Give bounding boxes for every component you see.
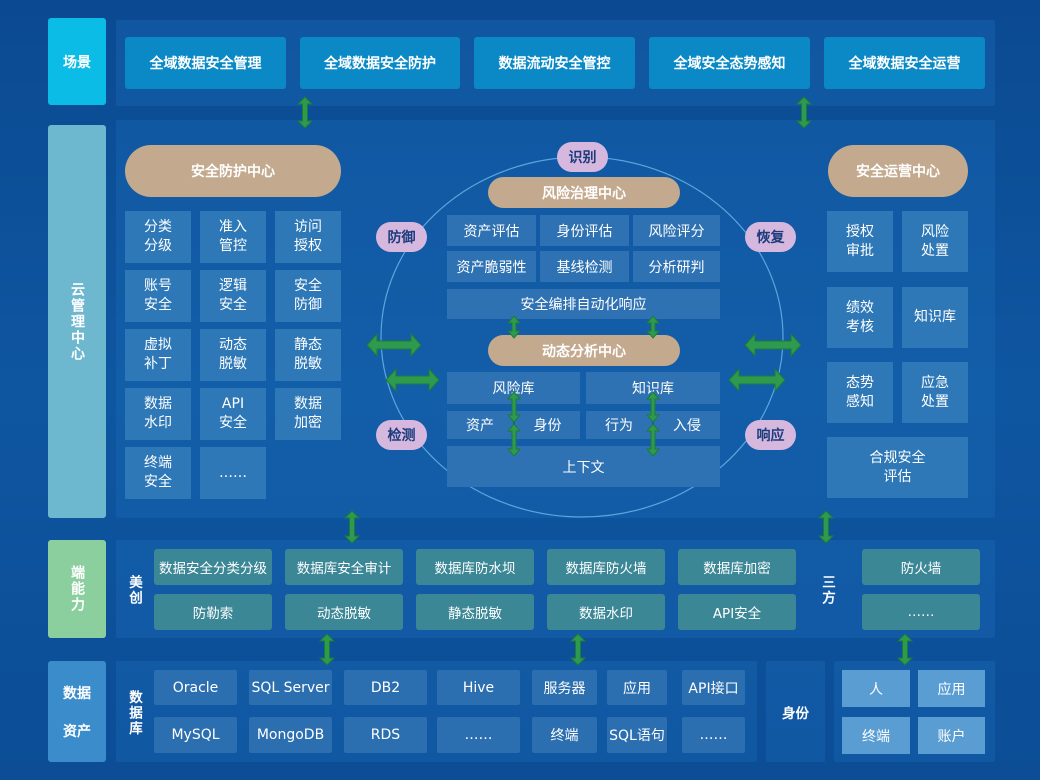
protection-item[interactable]: API 安全 xyxy=(200,388,266,440)
capability-item[interactable]: 静态脱敏 xyxy=(416,594,534,630)
capability-item[interactable]: 数据库防火墙 xyxy=(547,549,665,585)
capability-item[interactable]: 数据安全分类分级 xyxy=(154,549,272,585)
third-party-item[interactable]: 防火墙 xyxy=(862,549,980,585)
operation-center-title: 安全运营中心 xyxy=(828,145,968,197)
analysis-sub-behavior[interactable]: 行为 xyxy=(586,411,652,439)
asset-item[interactable]: 应用 xyxy=(607,670,667,705)
capability-item[interactable]: 动态脱敏 xyxy=(285,594,403,630)
layer-label-scene: 场景 xyxy=(48,18,106,105)
capability-item[interactable]: API安全 xyxy=(678,594,796,630)
asset-item[interactable]: Oracle xyxy=(154,670,237,705)
operation-item[interactable]: 绩效 考核 xyxy=(827,287,893,348)
identity-item[interactable]: 人 xyxy=(842,670,910,707)
context[interactable]: 上下文 xyxy=(447,446,720,487)
protection-item[interactable]: 终端 安全 xyxy=(125,447,191,499)
capability-item[interactable]: 数据库安全审计 xyxy=(285,549,403,585)
protection-item[interactable]: 逻辑 安全 xyxy=(200,270,266,322)
operation-item[interactable]: 应急 处置 xyxy=(902,362,968,423)
risk-item[interactable]: 资产脆弱性 xyxy=(447,251,536,282)
asset-item[interactable]: DB2 xyxy=(344,670,427,705)
protection-item[interactable]: 虚拟 补丁 xyxy=(125,329,191,381)
asset-item[interactable]: API接口 xyxy=(682,670,745,705)
layer-label-assets: 数据资产 xyxy=(48,661,106,762)
analysis-center-title: 动态分析中心 xyxy=(488,335,680,366)
vendor-label: 美创 xyxy=(126,574,142,606)
cycle-defend: 防御 xyxy=(376,222,427,252)
label-text: 端能力 xyxy=(69,565,85,613)
cycle-detect: 检测 xyxy=(376,420,427,450)
scene-item[interactable]: 全域数据安全防护 xyxy=(300,37,460,89)
label-text: 资产 xyxy=(63,723,91,740)
operation-item-compliance[interactable]: 合规安全 评估 xyxy=(827,437,968,498)
third-party-label: 三方 xyxy=(819,574,835,606)
risk-item[interactable]: 基线检测 xyxy=(540,251,629,282)
capability-item[interactable]: 数据水印 xyxy=(547,594,665,630)
operation-item[interactable]: 授权 审批 xyxy=(827,211,893,272)
capability-item[interactable]: 数据库防水坝 xyxy=(416,549,534,585)
protection-item[interactable]: 安全 防御 xyxy=(275,270,341,322)
analysis-sub-asset[interactable]: 资产 xyxy=(447,411,513,439)
protection-item[interactable]: …… xyxy=(200,447,266,499)
protection-item[interactable]: 数据 水印 xyxy=(125,388,191,440)
protection-center-title: 安全防护中心 xyxy=(125,145,341,197)
protection-item[interactable]: 访问 授权 xyxy=(275,211,341,263)
asset-item[interactable]: …… xyxy=(682,717,745,753)
risk-center-title: 风险治理中心 xyxy=(488,177,680,208)
capability-item[interactable]: 数据库加密 xyxy=(678,549,796,585)
protection-item[interactable]: 分类 分级 xyxy=(125,211,191,263)
database-label: 数据库 xyxy=(126,689,142,737)
label-text: 场景 xyxy=(63,54,91,71)
asset-item[interactable]: …… xyxy=(437,717,520,753)
cycle-respond: 响应 xyxy=(745,420,796,450)
label-text: 数据 xyxy=(63,685,91,702)
asset-item[interactable]: MySQL xyxy=(154,717,237,753)
capability-item[interactable]: 防勒索 xyxy=(154,594,272,630)
asset-item[interactable]: SQL Server xyxy=(249,670,332,705)
analysis-sub-intrusion[interactable]: 入侵 xyxy=(654,411,720,439)
scene-item[interactable]: 全域数据安全管理 xyxy=(125,37,286,89)
scene-item[interactable]: 数据流动安全管控 xyxy=(474,37,635,89)
analysis-sub-identity[interactable]: 身份 xyxy=(515,411,580,439)
layer-label-endpoint: 端能力 xyxy=(48,540,106,638)
risk-item-soar[interactable]: 安全编排自动化响应 xyxy=(447,289,720,319)
protection-item[interactable]: 准入 管控 xyxy=(200,211,266,263)
identity-item[interactable]: 应用 xyxy=(918,670,985,707)
identity-item[interactable]: 终端 xyxy=(842,717,910,754)
operation-item[interactable]: 风险 处置 xyxy=(902,211,968,272)
identity-panel xyxy=(766,661,825,762)
risk-item[interactable]: 身份评估 xyxy=(540,215,629,246)
asset-item[interactable]: MongoDB xyxy=(249,717,332,753)
identity-label: 身份 xyxy=(782,705,809,722)
scene-item[interactable]: 全域安全态势感知 xyxy=(649,37,810,89)
risk-item[interactable]: 资产评估 xyxy=(447,215,536,246)
cycle-recover: 恢复 xyxy=(745,222,796,252)
protection-item[interactable]: 数据 加密 xyxy=(275,388,341,440)
layer-label-cloud: 云管理中心 xyxy=(48,125,106,518)
operation-item[interactable]: 态势 感知 xyxy=(827,362,893,423)
label-text: 云管理中心 xyxy=(69,281,85,362)
risk-item[interactable]: 分析研判 xyxy=(633,251,720,282)
operation-item[interactable]: 知识库 xyxy=(902,287,968,348)
cycle-identify: 识别 xyxy=(557,142,608,172)
third-party-item[interactable]: …… xyxy=(862,594,980,630)
risk-library[interactable]: 风险库 xyxy=(447,372,580,404)
asset-item[interactable]: 服务器 xyxy=(532,670,597,705)
asset-item[interactable]: SQL语句 xyxy=(607,717,667,753)
risk-item[interactable]: 风险评分 xyxy=(633,215,720,246)
scene-item[interactable]: 全域数据安全运营 xyxy=(824,37,985,89)
protection-item[interactable]: 动态 脱敏 xyxy=(200,329,266,381)
protection-item[interactable]: 静态 脱敏 xyxy=(275,329,341,381)
asset-item[interactable]: Hive xyxy=(437,670,520,705)
identity-item[interactable]: 账户 xyxy=(918,717,985,754)
asset-item[interactable]: RDS xyxy=(344,717,427,753)
asset-item[interactable]: 终端 xyxy=(532,717,597,753)
knowledge-library[interactable]: 知识库 xyxy=(586,372,720,404)
protection-item[interactable]: 账号 安全 xyxy=(125,270,191,322)
